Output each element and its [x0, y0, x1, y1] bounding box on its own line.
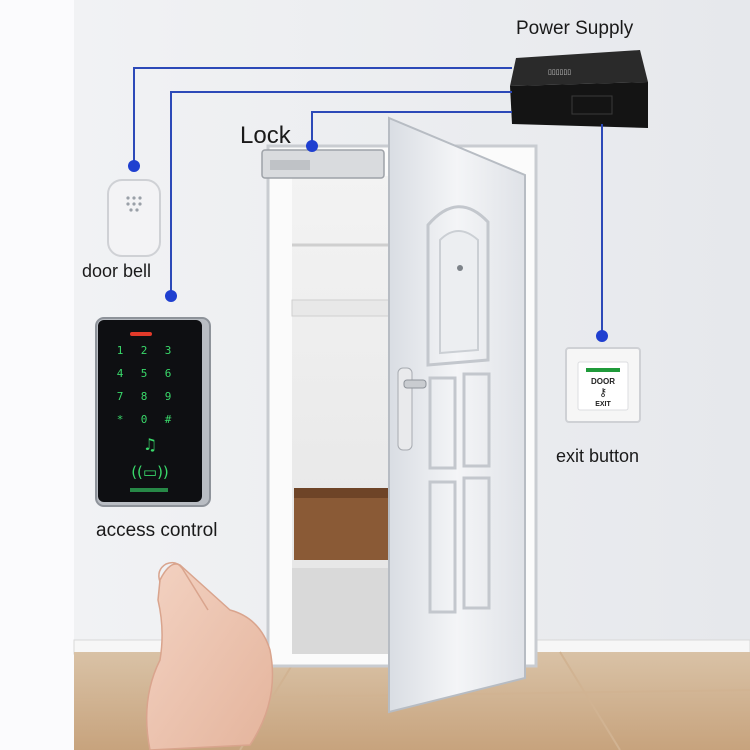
door-panel	[462, 476, 491, 610]
speaker-grille-icon	[126, 196, 142, 212]
keypad-key: #	[165, 413, 172, 426]
wire-lock	[311, 111, 512, 146]
power-supply-label: Power Supply	[516, 18, 634, 39]
magnetic-lock	[261, 149, 385, 179]
wire-node-exit-button	[596, 330, 608, 342]
keypad-key: 4	[117, 367, 124, 380]
door-arch-panel	[426, 205, 490, 367]
keypad-key: 3	[165, 344, 172, 357]
side-panel	[0, 0, 74, 750]
floor-seam	[559, 651, 621, 750]
exit-indicator-bar	[586, 368, 620, 372]
door-panel	[428, 480, 457, 614]
exit-exit-text: EXIT	[595, 401, 611, 408]
wire-access-control	[170, 91, 512, 294]
exit-button-label: exit button	[556, 446, 640, 466]
access-control-label: access control	[96, 520, 218, 541]
door-bell	[107, 179, 161, 257]
lock-plate	[270, 160, 310, 170]
keypad-key: 0	[141, 413, 148, 426]
door-handle	[403, 379, 427, 389]
keypad-key: 7	[117, 390, 124, 403]
keypad-key: 2	[141, 344, 148, 357]
keypad-key: 9	[165, 390, 172, 403]
door-panel	[428, 376, 457, 470]
door-bell-label: door bell	[82, 261, 152, 281]
keypad-key: *	[117, 413, 124, 426]
keypad: 1 2 3 4 5 6 7 8 9 * 0 #	[117, 344, 172, 426]
door-leaf	[388, 116, 526, 714]
door-panel	[462, 372, 491, 468]
wire-doorbell	[133, 67, 512, 164]
keypad-key: 1	[117, 344, 124, 357]
card-reader-icon: ((▭))	[131, 463, 169, 481]
power-supply-top	[510, 50, 648, 86]
room-furniture	[294, 488, 394, 498]
keypad-key: 6	[165, 367, 172, 380]
exit-button-face	[577, 361, 629, 411]
access-control-panel	[98, 320, 202, 502]
brand-strip	[130, 488, 168, 492]
lock-label: Lock	[240, 122, 291, 149]
keypad-key: 5	[141, 367, 148, 380]
door-peephole	[457, 265, 463, 271]
wire-node-access-control	[165, 290, 177, 302]
bell-key-icon: ♫	[143, 435, 157, 454]
key-icon: ⚷	[599, 386, 607, 399]
keypad-key: 8	[141, 390, 148, 403]
wire-node-doorbell	[128, 160, 140, 172]
wire-node-lock	[306, 140, 318, 152]
indicator-led	[130, 332, 152, 336]
power-supply-vent	[571, 95, 613, 115]
wiring	[133, 67, 603, 334]
room-furniture	[294, 488, 394, 560]
pointing-finger	[158, 561, 209, 611]
exit-door-text: DOOR	[591, 377, 615, 386]
power-supply-brand: ▯▯▯▯▯▯	[548, 69, 571, 76]
door-arch-inner	[439, 230, 479, 355]
power-supply-box	[510, 82, 648, 128]
